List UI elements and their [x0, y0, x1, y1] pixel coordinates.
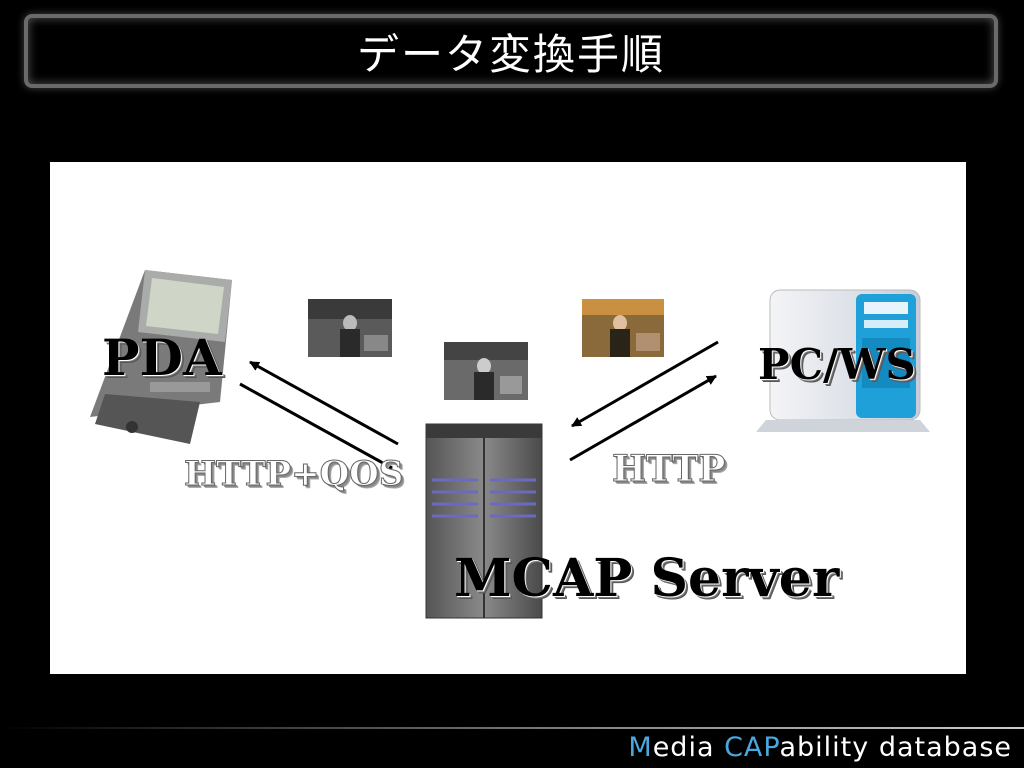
- diagram-canvas: [90, 270, 930, 619]
- pc-ws-device-icon: [756, 289, 930, 432]
- footer-brand-cap: CAP: [724, 732, 780, 763]
- pda-label: PDA: [102, 328, 222, 387]
- arrow-server-to-pda: [249, 360, 399, 446]
- video-thumbnail-color: [582, 299, 664, 357]
- mcap-server-icon: [425, 423, 543, 619]
- pda-device-icon: [90, 270, 232, 444]
- diagram-panel: PDA PC/WS MCAP Server HTTP+QOS HTTP: [50, 162, 966, 674]
- footer-brand-m: M: [628, 732, 653, 763]
- footer-brand-edia: edia: [652, 732, 725, 763]
- protocol-label-http-qos: HTTP+QOS: [183, 454, 404, 495]
- slide-title: データ変換手順: [356, 29, 665, 79]
- mcap-server-label: MCAP Server: [454, 548, 840, 609]
- video-thumbnail-gray-2: [444, 342, 528, 400]
- footer-brand: Media CAPability database: [628, 732, 1012, 763]
- pcws-label: PC/WS: [758, 340, 916, 389]
- arrow-pcws-to-server: [571, 340, 719, 428]
- title-frame: データ変換手順: [24, 14, 998, 88]
- protocol-label-http: HTTP: [611, 448, 726, 491]
- arrow-pda-to-server: [239, 382, 393, 470]
- arrow-server-to-pcws: [569, 374, 717, 462]
- footer-brand-rest: ability database: [779, 732, 1012, 763]
- video-thumbnail-gray-1: [308, 299, 392, 357]
- footer-divider: [0, 727, 1024, 729]
